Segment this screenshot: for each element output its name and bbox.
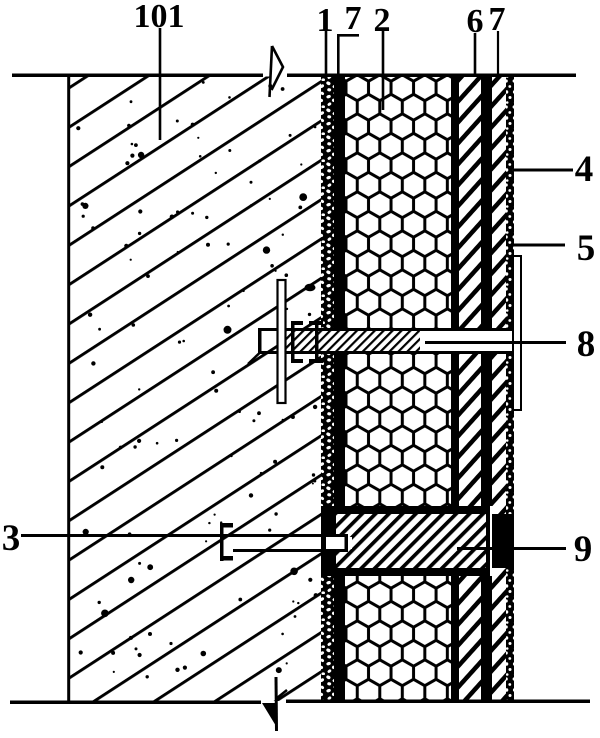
svg-text:4: 4	[575, 149, 594, 190]
svg-text:101: 101	[134, 0, 185, 35]
svg-text:7: 7	[489, 1, 506, 38]
svg-text:5: 5	[577, 228, 596, 269]
svg-text:3: 3	[2, 518, 21, 559]
svg-text:7: 7	[345, 0, 362, 37]
svg-text:6: 6	[467, 3, 484, 40]
svg-text:2: 2	[374, 2, 391, 39]
svg-text:8: 8	[577, 324, 596, 365]
svg-text:9: 9	[574, 529, 593, 570]
svg-text:1: 1	[317, 2, 334, 39]
